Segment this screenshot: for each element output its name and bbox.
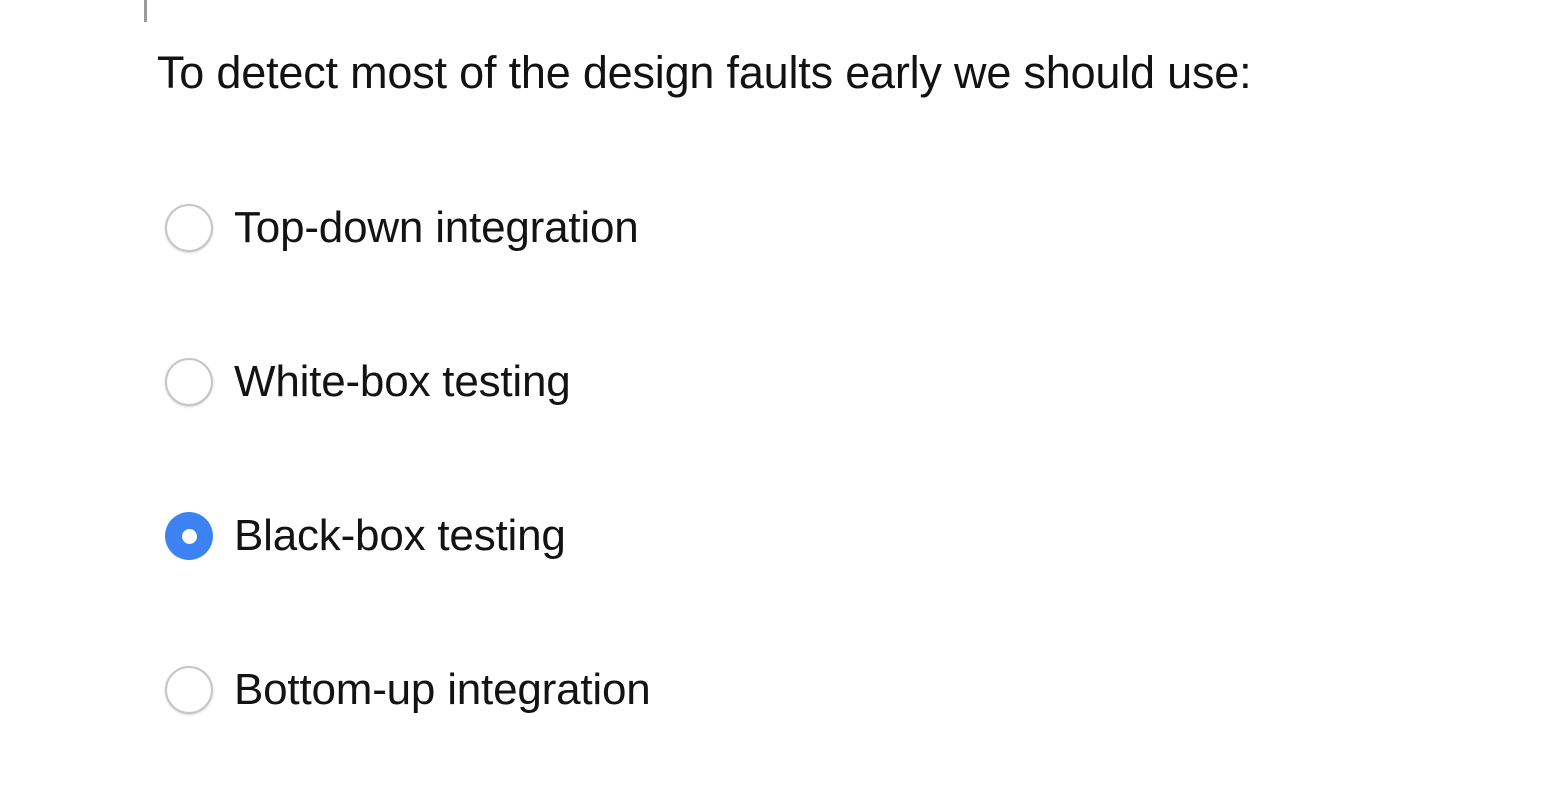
- radio-button-unselected-icon[interactable]: [165, 358, 213, 406]
- radio-button-selected-icon[interactable]: [165, 512, 213, 560]
- text-caret: [144, 0, 147, 22]
- answer-option-label: White-box testing: [234, 357, 571, 406]
- answer-option-bottom-up-integration[interactable]: Bottom-up integration: [165, 665, 651, 715]
- radio-button-unselected-icon[interactable]: [165, 204, 213, 252]
- answer-option-label: Bottom-up integration: [234, 665, 651, 714]
- answer-option-white-box-testing[interactable]: White-box testing: [165, 357, 571, 407]
- answer-option-black-box-testing[interactable]: Black-box testing: [165, 511, 566, 561]
- question-prompt: To detect most of the design faults earl…: [157, 47, 1252, 98]
- answer-option-top-down-integration[interactable]: Top-down integration: [165, 203, 639, 253]
- answer-option-label: Black-box testing: [234, 511, 566, 560]
- radio-button-unselected-icon[interactable]: [165, 666, 213, 714]
- answer-option-label: Top-down integration: [234, 203, 639, 252]
